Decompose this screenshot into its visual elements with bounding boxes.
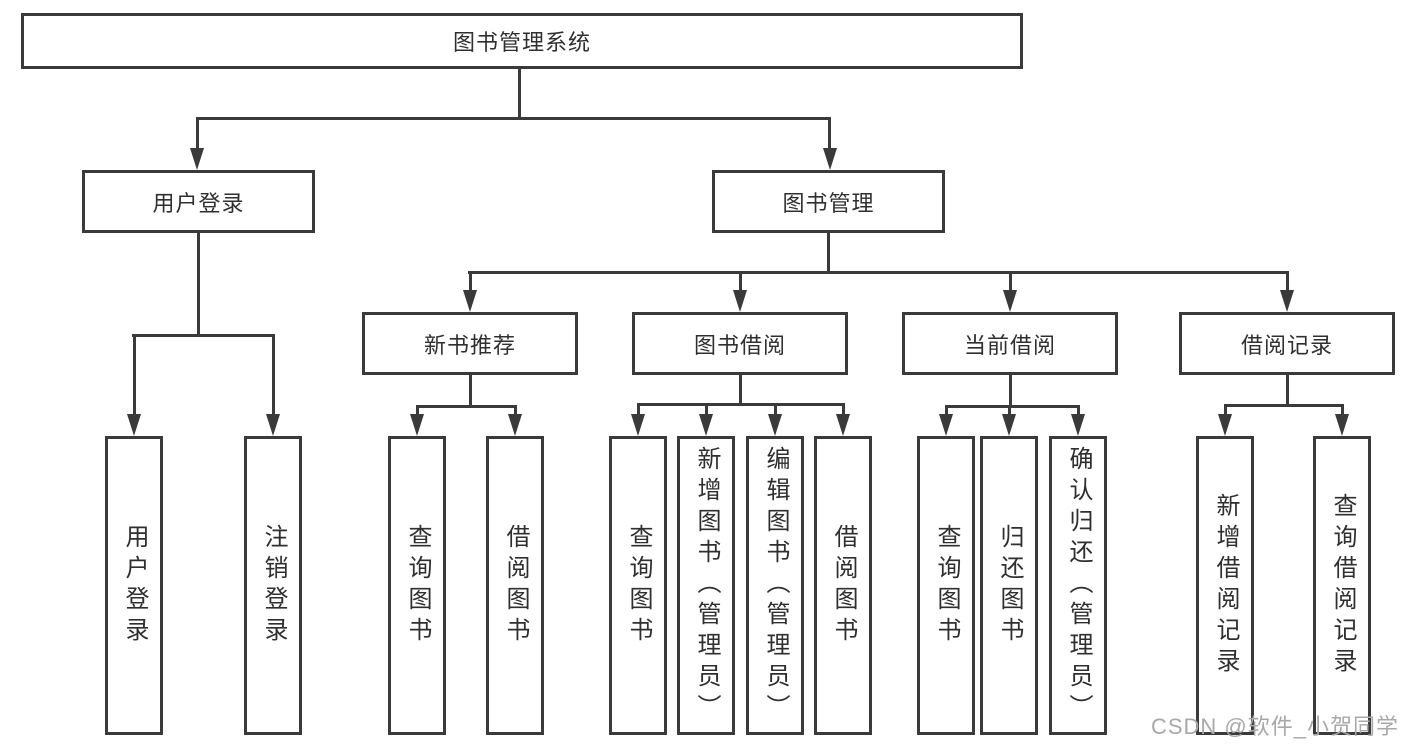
connector-line (272, 334, 275, 416)
connector-line (469, 375, 472, 408)
connector-line (196, 117, 199, 151)
arrow-down-icon (1002, 414, 1016, 436)
connector-line (1341, 404, 1344, 417)
leaf-label: 新增图书（管理员） (693, 446, 720, 725)
connector-line (1224, 404, 1344, 407)
arrow-down-icon (733, 290, 747, 312)
leaf-return-book: 归还图书 (980, 436, 1038, 735)
connector-line (827, 233, 830, 274)
csdn-watermark: CSDN @软件_小贺同学 (1150, 714, 1399, 739)
arrow-down-icon (1280, 290, 1294, 312)
leaf-borrow-books-1: 借阅图书 (486, 436, 544, 735)
node-label: 借阅记录 (1240, 332, 1333, 358)
arrow-down-icon (1218, 414, 1232, 436)
node-label: 当前借阅 (963, 332, 1056, 358)
arrow-down-icon (836, 414, 850, 436)
connector-line (1224, 404, 1227, 417)
node-label: 图书借阅 (693, 332, 786, 358)
connector-line (1286, 375, 1289, 406)
leaf-label: 查询图书 (625, 523, 652, 648)
connector-line (518, 69, 521, 120)
arrow-down-icon (939, 414, 953, 436)
connector-line (416, 405, 517, 408)
leaf-logout: 注销登录 (244, 436, 302, 735)
node-borrow-records: 借阅记录 (1179, 312, 1395, 375)
leaf-label: 查询借阅记录 (1329, 492, 1356, 679)
arrow-down-icon (823, 148, 837, 170)
connector-line (1009, 271, 1012, 293)
connector-line (469, 271, 472, 293)
connector-line (468, 271, 1289, 274)
connector-line (842, 403, 845, 417)
leaf-label: 确认归还（管理员） (1065, 446, 1092, 725)
connector-line (1286, 271, 1289, 293)
node-root: 图书管理系统 (21, 13, 1023, 69)
node-book-management: 图书管理 (712, 170, 945, 233)
arrow-down-icon (1335, 414, 1349, 436)
connector-line (1008, 405, 1011, 417)
arrow-down-icon (699, 414, 713, 436)
connector-line (945, 405, 1079, 408)
leaf-query-books-3: 查询图书 (917, 436, 975, 735)
leaf-borrow-books-2: 借阅图书 (814, 436, 872, 735)
connector-line (416, 405, 419, 417)
arrow-down-icon (410, 414, 424, 436)
connector-line (828, 117, 831, 151)
connector-line (739, 271, 742, 293)
leaf-label: 借阅图书 (502, 523, 529, 648)
arrow-down-icon (1003, 290, 1017, 312)
leaf-add-borrow-record: 新增借阅记录 (1196, 436, 1254, 735)
connector-line (196, 117, 831, 120)
connector-line (637, 403, 845, 406)
connector-line (1009, 375, 1012, 407)
connector-line (1077, 405, 1080, 417)
leaf-label: 归还图书 (996, 523, 1023, 648)
arrow-down-icon (463, 290, 477, 312)
leaf-edit-book-admin: 编辑图书（管理员） (746, 436, 804, 735)
connector-line (705, 403, 708, 417)
arrow-down-icon (631, 414, 645, 436)
connector-line (739, 375, 742, 406)
node-current-borrow: 当前借阅 (902, 312, 1118, 375)
node-book-borrow: 图书借阅 (632, 312, 848, 375)
connector-line (132, 334, 275, 337)
arrow-down-icon (768, 414, 782, 436)
arrow-down-icon (127, 414, 141, 436)
arrow-down-icon (190, 148, 204, 170)
leaf-add-book-admin: 新增图书（管理员） (677, 436, 735, 735)
leaf-query-books-1: 查询图书 (388, 436, 446, 735)
connector-line (774, 403, 777, 417)
leaf-label: 编辑图书（管理员） (762, 446, 789, 725)
connector-line (133, 334, 136, 416)
leaf-label: 新增借阅记录 (1212, 492, 1239, 679)
node-root-label: 图书管理系统 (452, 30, 591, 55)
arrow-down-icon (266, 414, 280, 436)
node-label: 新书推荐 (423, 332, 516, 358)
connector-line (637, 403, 640, 417)
connector-line (945, 405, 948, 417)
leaf-label: 注销登录 (260, 523, 287, 648)
node-new-book-recommend: 新书推荐 (362, 312, 578, 375)
leaf-label: 查询图书 (404, 523, 431, 648)
node-user-login: 用户登录 (82, 170, 315, 233)
leaf-user-login: 用户登录 (105, 436, 163, 735)
leaf-label: 查询图书 (933, 523, 960, 648)
leaf-label: 借阅图书 (830, 523, 857, 648)
arrow-down-icon (1071, 414, 1085, 436)
connector-line (197, 233, 200, 337)
leaf-confirm-return-admin: 确认归还（管理员） (1049, 436, 1107, 735)
node-label: 图书管理 (782, 190, 875, 216)
connector-line (514, 405, 517, 417)
leaf-label: 用户登录 (121, 523, 148, 648)
leaf-query-borrow-record: 查询借阅记录 (1313, 436, 1371, 735)
leaf-query-books-2: 查询图书 (609, 436, 667, 735)
node-label: 用户登录 (152, 190, 245, 216)
arrow-down-icon (508, 414, 522, 436)
